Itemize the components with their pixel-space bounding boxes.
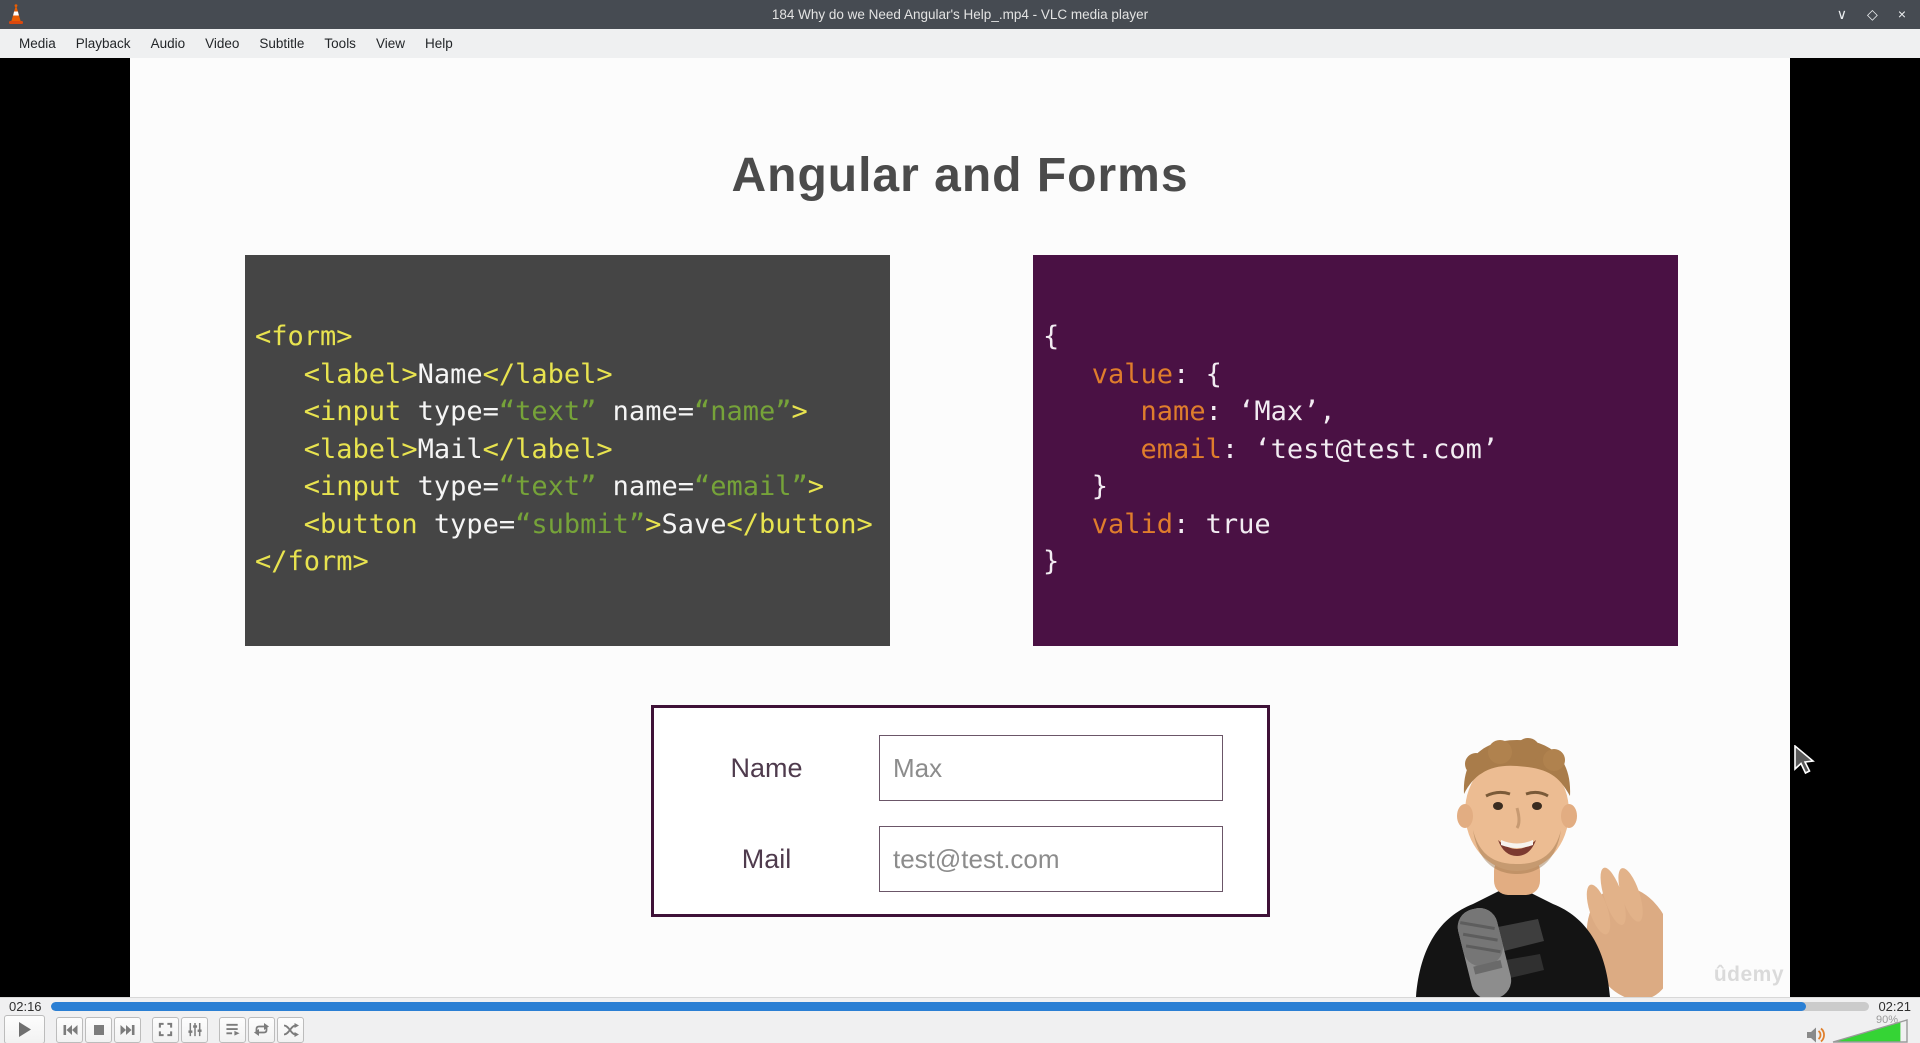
slide-content: Angular and Forms <form> <label>Name</la… [130,58,1790,997]
window-title: 184 Why do we Need Angular's Help_.mp4 -… [771,7,1149,22]
video-canvas: Angular and Forms <form> <label>Name</la… [0,58,1920,997]
vlc-cone-icon [9,3,23,24]
fullscreen-button[interactable] [152,1016,179,1043]
play-icon [19,1022,31,1037]
next-button[interactable] [114,1016,141,1043]
mail-label: Mail [741,843,792,874]
total-time[interactable]: 02:21 [1878,999,1911,1014]
menu-playback[interactable]: Playback [75,36,131,51]
name-label: Name [730,752,803,783]
name-field: Max [879,735,1223,801]
volume-percentage: 90% [1875,1013,1898,1026]
previous-icon [63,1024,77,1035]
menu-view[interactable]: View [375,36,405,51]
fullscreen-icon [158,1022,173,1037]
next-icon [120,1024,134,1035]
presenter-photo [1416,738,1663,997]
stop-icon [93,1024,104,1035]
form-state-code-block: { value: { name: ‘Max’, email: ‘test@tes… [1033,255,1678,646]
shuffle-icon [283,1022,299,1037]
menu-audio[interactable]: Audio [150,36,186,51]
minimize-icon[interactable]: ∨ [1836,6,1848,22]
stop-button[interactable] [85,1016,112,1043]
menu-help[interactable]: Help [424,36,453,51]
volume-slider[interactable]: 90% [1832,1013,1908,1043]
previous-button[interactable] [56,1016,83,1043]
html-code-block: <form> <label>Name</label> <input type=“… [245,255,890,646]
menu-bar: Media Playback Audio Video Subtitle Tool… [0,29,1920,58]
seek-bar-fill [50,1002,1806,1011]
menu-tools[interactable]: Tools [324,36,356,51]
menu-media[interactable]: Media [19,36,56,51]
play-button[interactable] [4,1015,45,1043]
menu-video[interactable]: Video [205,36,240,51]
menu-subtitle[interactable]: Subtitle [259,36,305,51]
loop-icon [254,1023,269,1036]
form-mockup: Name Max Mail test@test.com [651,705,1270,917]
elapsed-time[interactable]: 02:16 [9,999,42,1014]
volume-wedge [1832,1018,1908,1043]
playlist-icon [225,1023,240,1036]
extended-settings-button[interactable] [181,1016,208,1043]
close-icon[interactable]: × [1897,6,1906,22]
mouse-cursor [1794,745,1815,775]
speaker-icon[interactable] [1805,1025,1827,1043]
loop-button[interactable] [248,1016,275,1043]
maximize-icon[interactable]: ◇ [1867,6,1878,22]
seek-bar[interactable] [50,1002,1870,1011]
udemy-watermark: ûdemy [1713,963,1784,986]
playlist-button[interactable] [219,1016,246,1043]
equalizer-sliders-icon [187,1022,202,1037]
random-button[interactable] [277,1016,304,1043]
control-bar: 02:16 02:21 [0,997,1920,1043]
mail-field: test@test.com [879,826,1223,892]
title-bar[interactable]: 184 Why do we Need Angular's Help_.mp4 -… [0,0,1920,29]
slide-heading: Angular and Forms [731,149,1189,202]
